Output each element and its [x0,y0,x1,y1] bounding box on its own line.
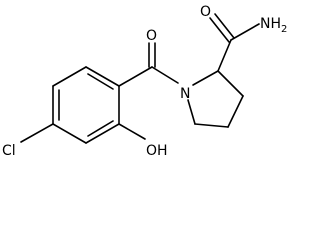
ring-nitrogen-label: N [180,86,190,102]
ring-to-carbonyl-bond [118,66,153,87]
ring-bond [217,70,244,97]
ring-bond [52,123,87,144]
chlorine-bond [20,123,54,143]
hydroxyl-bond [118,123,146,140]
benzene-ring [52,66,120,144]
hydroxyl-label: OH [146,143,168,157]
ring-bond [85,66,120,87]
pyrrolidine-ring [187,70,244,128]
carbonyl-to-nitrogen-bond [151,66,179,84]
molecule-canvas: Cl OH O N O NH2 [2,4,287,157]
amide-double-bond [209,17,230,43]
chlorine-label: Cl [2,143,16,157]
structural-formula: Cl OH O N O NH2 [2,4,287,157]
ring-bond [85,123,120,144]
ring-bond [227,95,244,128]
aromatic-double-bond [87,73,114,90]
ring-bond [194,123,229,128]
amide-oxygen-label: O [200,4,211,20]
amide-nh-text: NH [260,16,281,32]
amide-double-bond [214,13,235,39]
ring-bond [187,99,196,125]
amide-c-n-bond [230,23,260,41]
ring-to-amide-bond [217,39,232,72]
amide-subscript: 2 [281,24,287,35]
amide-nitrogen-label: NH2 [260,16,287,35]
ketone-oxygen-label: O [146,28,157,44]
ring-bond [192,70,219,86]
ring-bond [52,66,87,87]
aromatic-double-bond [87,120,114,137]
